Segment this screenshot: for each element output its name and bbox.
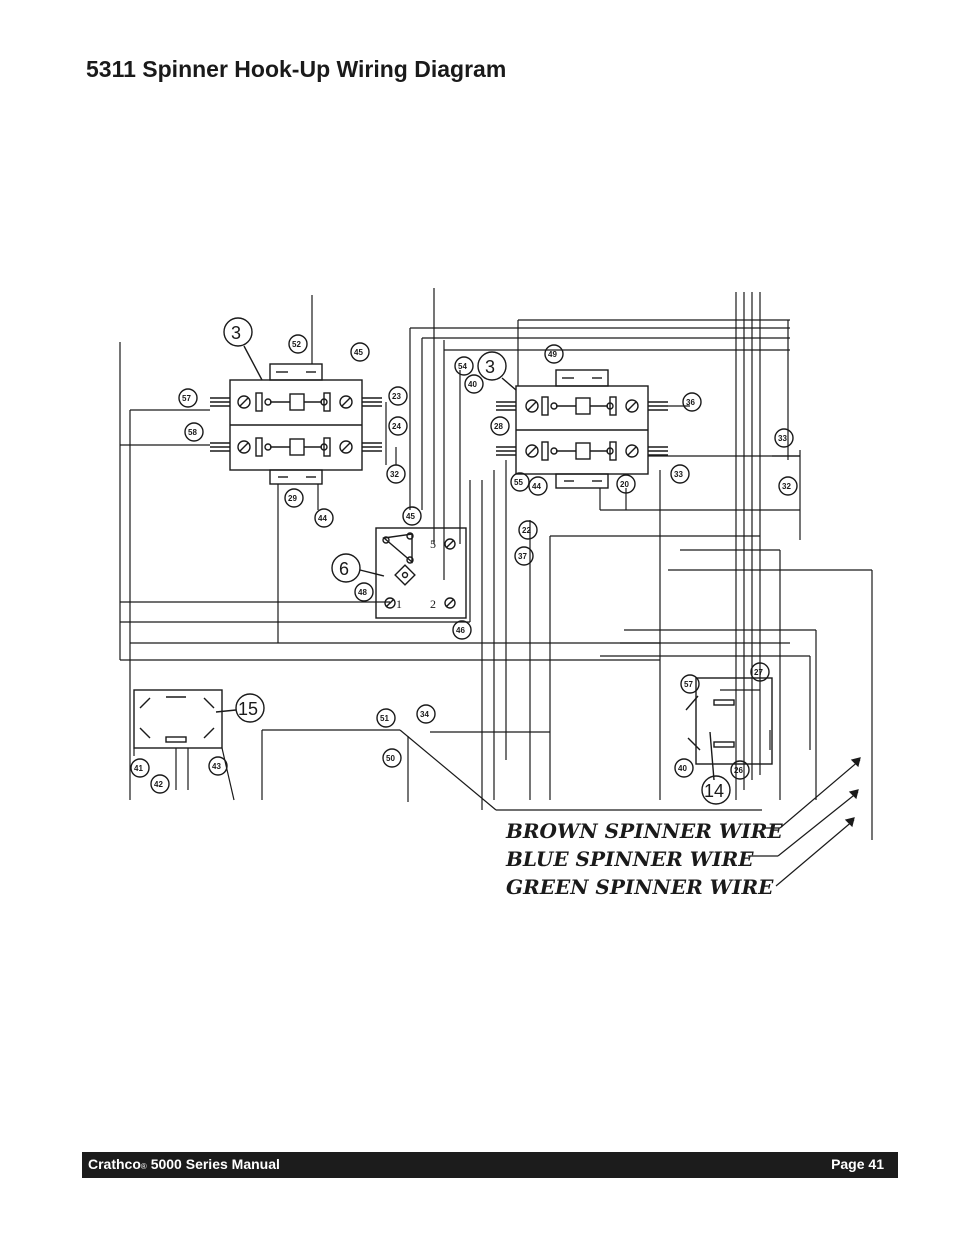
svg-text:24: 24 <box>392 422 401 431</box>
footer-page-number: Page 41 <box>831 1156 884 1172</box>
svg-text:46: 46 <box>456 626 465 635</box>
svg-text:23: 23 <box>392 392 401 401</box>
wiring-diagram: 3 3 6 15 14 57 58 52 45 23 24 32 29 44 4… <box>100 280 900 920</box>
footer-manual-name: 5000 Series Manual <box>146 1156 280 1172</box>
wire-tag: 40 <box>674 758 694 778</box>
wire-tag: 50 <box>382 748 402 768</box>
svg-text:27: 27 <box>754 668 763 677</box>
wire-tag: 36 <box>682 392 702 412</box>
wire-tags: 57 58 52 45 23 24 32 29 44 45 48 46 54 4… <box>130 334 798 794</box>
wire-tag: 20 <box>616 474 636 494</box>
wire-tag: 32 <box>386 464 406 484</box>
wire-tag: 58 <box>184 422 204 442</box>
wire-tag: 33 <box>774 428 794 448</box>
wire-tag: 37 <box>514 546 534 566</box>
wire-tag: 23 <box>388 386 408 406</box>
wire-tag: 44 <box>314 508 334 528</box>
svg-text:32: 32 <box>390 470 399 479</box>
component-label-6: 6 <box>339 559 349 579</box>
svg-text:29: 29 <box>288 494 297 503</box>
svg-text:28: 28 <box>494 422 503 431</box>
svg-text:52: 52 <box>292 340 301 349</box>
switch-14 <box>685 677 773 781</box>
svg-text:49: 49 <box>548 350 557 359</box>
component-label-14: 14 <box>704 781 724 801</box>
wire-tag: 43 <box>208 756 228 776</box>
svg-text:40: 40 <box>468 380 477 389</box>
wire-tag: 51 <box>376 708 396 728</box>
switch-15 <box>133 689 223 749</box>
svg-text:36: 36 <box>686 398 695 407</box>
svg-text:57: 57 <box>684 680 693 689</box>
wire-tag: 40 <box>464 374 484 394</box>
footer-brand: Crathco <box>88 1156 141 1172</box>
wire-tag: 27 <box>750 662 770 682</box>
svg-text:20: 20 <box>620 480 629 489</box>
wire-tag: 57 <box>178 388 198 408</box>
wire-tag: 44 <box>528 476 548 496</box>
contactor-left <box>210 363 382 485</box>
wire-tag: 57 <box>680 674 700 694</box>
svg-text:42: 42 <box>154 780 163 789</box>
terminal-1: 1 <box>396 597 402 611</box>
svg-text:48: 48 <box>358 588 367 597</box>
terminal-numbers: 5 1 2 <box>396 537 436 611</box>
callout-blue-spinner-wire: BLUE SPINNER WIRE <box>505 847 754 871</box>
spinner-wire-callouts: BROWN SPINNER WIRE BLUE SPINNER WIRE GRE… <box>505 819 783 899</box>
svg-text:50: 50 <box>386 754 395 763</box>
wire-tag: 52 <box>288 334 308 354</box>
svg-text:40: 40 <box>678 764 687 773</box>
registered-mark: ® <box>140 1162 147 1171</box>
svg-text:41: 41 <box>134 764 143 773</box>
terminal-2: 2 <box>430 597 436 611</box>
wire-traces <box>119 288 873 887</box>
wire-tag: 45 <box>402 506 422 526</box>
svg-text:32: 32 <box>782 482 791 491</box>
wire-tag: 34 <box>416 704 436 724</box>
component-label-15: 15 <box>238 699 258 719</box>
svg-text:55: 55 <box>514 478 523 487</box>
page-footer: Crathco® 5000 Series Manual Page 41 <box>82 1152 898 1178</box>
svg-text:33: 33 <box>674 470 683 479</box>
wire-tag: 54 <box>454 356 474 376</box>
wire-tag: 42 <box>150 774 170 794</box>
wire-tag: 55 <box>510 472 530 492</box>
svg-text:58: 58 <box>188 428 197 437</box>
svg-text:44: 44 <box>532 482 541 491</box>
component-labels: 3 3 6 15 14 <box>215 317 731 805</box>
component-label-3b: 3 <box>485 357 495 377</box>
wire-tag: 48 <box>354 582 374 602</box>
svg-text:44: 44 <box>318 514 327 523</box>
wire-tag: 26 <box>730 760 750 780</box>
page-title: 5311 Spinner Hook-Up Wiring Diagram <box>86 56 507 82</box>
wire-tag: 41 <box>130 758 150 778</box>
svg-text:45: 45 <box>354 348 363 357</box>
wire-tag: 29 <box>284 488 304 508</box>
wire-tag: 33 <box>670 464 690 484</box>
svg-text:22: 22 <box>522 526 531 535</box>
svg-text:33: 33 <box>778 434 787 443</box>
wire-tag: 45 <box>350 342 370 362</box>
footer-manual-title: Crathco® 5000 Series Manual <box>88 1156 280 1172</box>
svg-text:57: 57 <box>182 394 191 403</box>
rotary-switch <box>375 527 467 619</box>
wire-tag: 28 <box>490 416 510 436</box>
wire-tag: 22 <box>518 520 538 540</box>
svg-text:54: 54 <box>458 362 467 371</box>
svg-text:34: 34 <box>420 710 429 719</box>
callout-brown-spinner-wire: BROWN SPINNER WIRE <box>505 819 783 843</box>
callout-green-spinner-wire: GREEN SPINNER WIRE <box>506 875 774 899</box>
svg-text:43: 43 <box>212 762 221 771</box>
svg-text:26: 26 <box>734 766 743 775</box>
svg-text:45: 45 <box>406 512 415 521</box>
contactor-right <box>496 369 668 489</box>
component-label-3a: 3 <box>231 323 241 343</box>
wire-tag: 46 <box>452 620 472 640</box>
svg-text:37: 37 <box>518 552 527 561</box>
wire-tag: 32 <box>778 476 798 496</box>
wire-tag: 49 <box>544 344 564 364</box>
wire-tag: 24 <box>388 416 408 436</box>
svg-text:51: 51 <box>380 714 389 723</box>
terminal-5: 5 <box>430 537 436 551</box>
